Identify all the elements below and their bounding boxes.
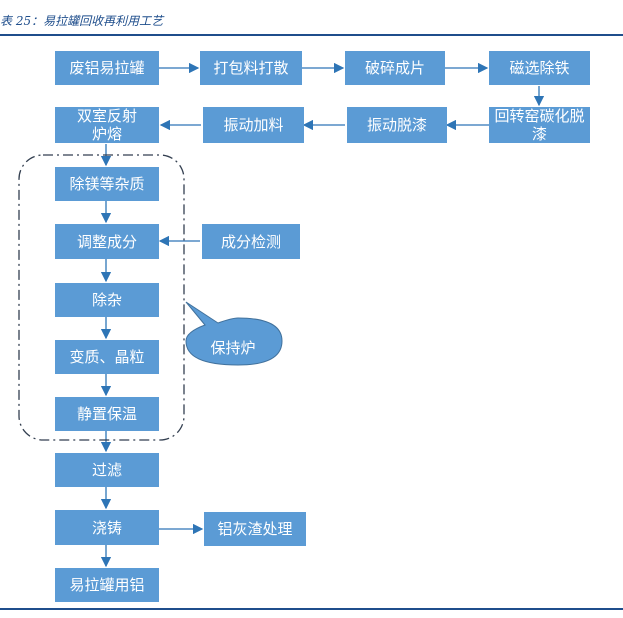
node-dross-treatment: 铝灰渣处理 <box>204 512 306 546</box>
node-filter: 过滤 <box>55 453 159 487</box>
node-can-aluminum: 易拉罐用铝 <box>55 568 159 602</box>
holding-furnace-region <box>18 154 185 441</box>
node-vibrate-feed: 振动加料 <box>203 107 304 143</box>
node-remove-mg: 除镁等杂质 <box>55 167 159 201</box>
node-casting: 浇铸 <box>55 510 159 545</box>
node-hold-warm: 静置保温 <box>55 397 159 431</box>
node-vibrate-delacquer: 振动脱漆 <box>347 107 447 143</box>
node-magnetic-separation: 磁选除铁 <box>489 51 590 85</box>
callout-bubble <box>185 301 283 366</box>
top-rule <box>0 34 623 36</box>
node-remove-impurity: 除杂 <box>55 283 159 317</box>
callout-label: 保持炉 <box>210 338 256 357</box>
bottom-rule <box>0 608 623 610</box>
figure-caption: 表 25：易拉罐回收再利用工艺 <box>0 14 164 28</box>
node-reverb-furnace: 双室反射炉熔 <box>55 107 159 143</box>
node-adjust-composition: 调整成分 <box>55 224 159 259</box>
node-unbale: 打包料打散 <box>200 51 302 85</box>
node-scrap-can: 废铝易拉罐 <box>55 51 159 85</box>
node-modification: 变质、晶粒 <box>55 340 159 374</box>
node-composition-test: 成分检测 <box>202 224 300 259</box>
node-shred: 破碎成片 <box>345 51 445 85</box>
node-rotary-kiln: 回转窑碳化脱漆 <box>489 107 590 143</box>
